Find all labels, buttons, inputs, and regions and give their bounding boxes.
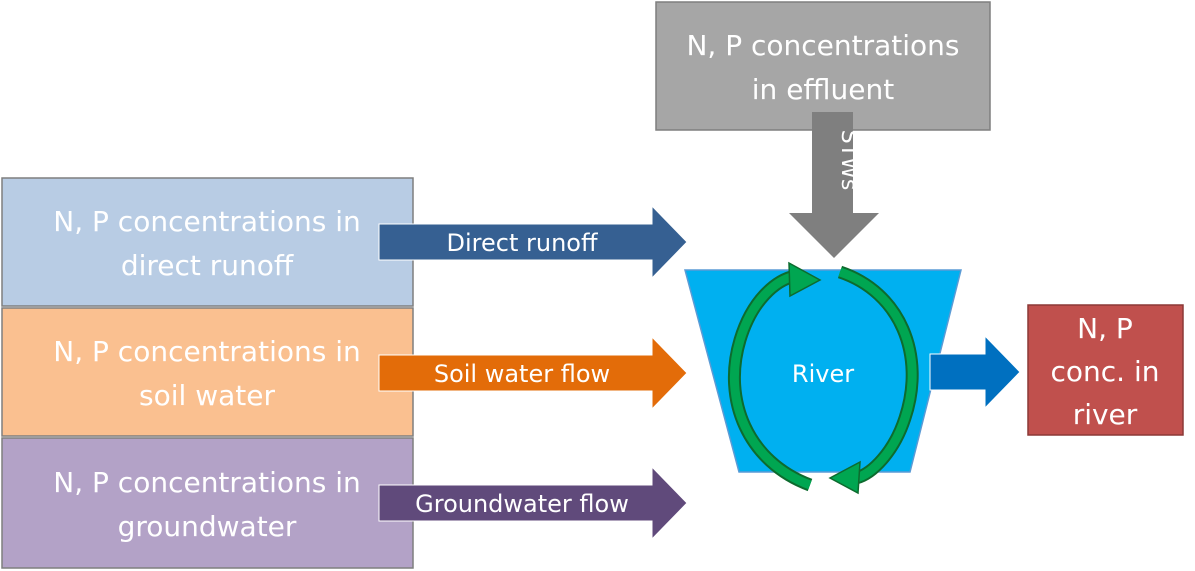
soil-water-box — [1, 307, 414, 437]
groundwater-box-line-1: N, P concentrations in — [53, 466, 360, 499]
output-arrow-shape — [929, 334, 1021, 410]
direct-runoff-arrow: Direct runoff — [378, 204, 688, 280]
effluent-box — [655, 1, 991, 131]
groundwater-box — [1, 437, 414, 569]
direct-runoff-box-line-2: direct runoff — [121, 249, 294, 282]
groundwater-arrow-label: Groundwater flow — [415, 490, 629, 518]
groundwater-arrow: Groundwater flow — [378, 465, 688, 541]
groundwater-arrow-shape — [378, 465, 688, 541]
soil-water-box-line-1: N, P concentrations in — [53, 335, 360, 368]
soil-water-box-line-2: soil water — [139, 379, 275, 412]
stws-arrow: STWs — [789, 112, 879, 258]
river-label: River — [792, 360, 854, 388]
effluent-source: N, P concentrations in effluent — [655, 1, 991, 131]
cycle-arrows — [727, 261, 919, 495]
stws-arrow-label: STWs — [836, 130, 861, 191]
groundwater-source: N, P concentrations in groundwater — [1, 437, 414, 569]
soil-water-arrow: Soil water flow — [378, 335, 688, 411]
output-arrow — [929, 334, 1021, 410]
soil-water-source: N, P concentrations in soil water — [1, 307, 414, 437]
output-box — [1027, 304, 1184, 436]
direct-runoff-box-line-1: N, P concentrations in — [53, 205, 360, 238]
direct-runoff-source: N, P concentrations in direct runoff — [1, 177, 414, 307]
direct-runoff-box — [1, 177, 414, 307]
output-box-line-1: N, P — [1077, 312, 1133, 345]
groundwater-box-line-2: groundwater — [118, 510, 297, 543]
cycle-arrow-left — [727, 261, 822, 492]
effluent-box-line-1: N, P concentrations — [686, 29, 959, 62]
river: River — [684, 261, 962, 495]
output-box-line-3: river — [1073, 398, 1138, 431]
soil-water-arrow-label: Soil water flow — [434, 360, 610, 388]
cycle-arrow-right — [828, 265, 919, 495]
stws-arrow-shape — [789, 112, 879, 258]
direct-runoff-arrow-shape — [378, 204, 688, 280]
output-box-group: N, P conc. in river — [1027, 304, 1184, 436]
direct-runoff-arrow-label: Direct runoff — [447, 229, 598, 257]
effluent-box-line-2: in effluent — [752, 73, 894, 106]
soil-water-arrow-shape — [378, 335, 688, 411]
output-box-line-2: conc. in — [1051, 355, 1160, 388]
